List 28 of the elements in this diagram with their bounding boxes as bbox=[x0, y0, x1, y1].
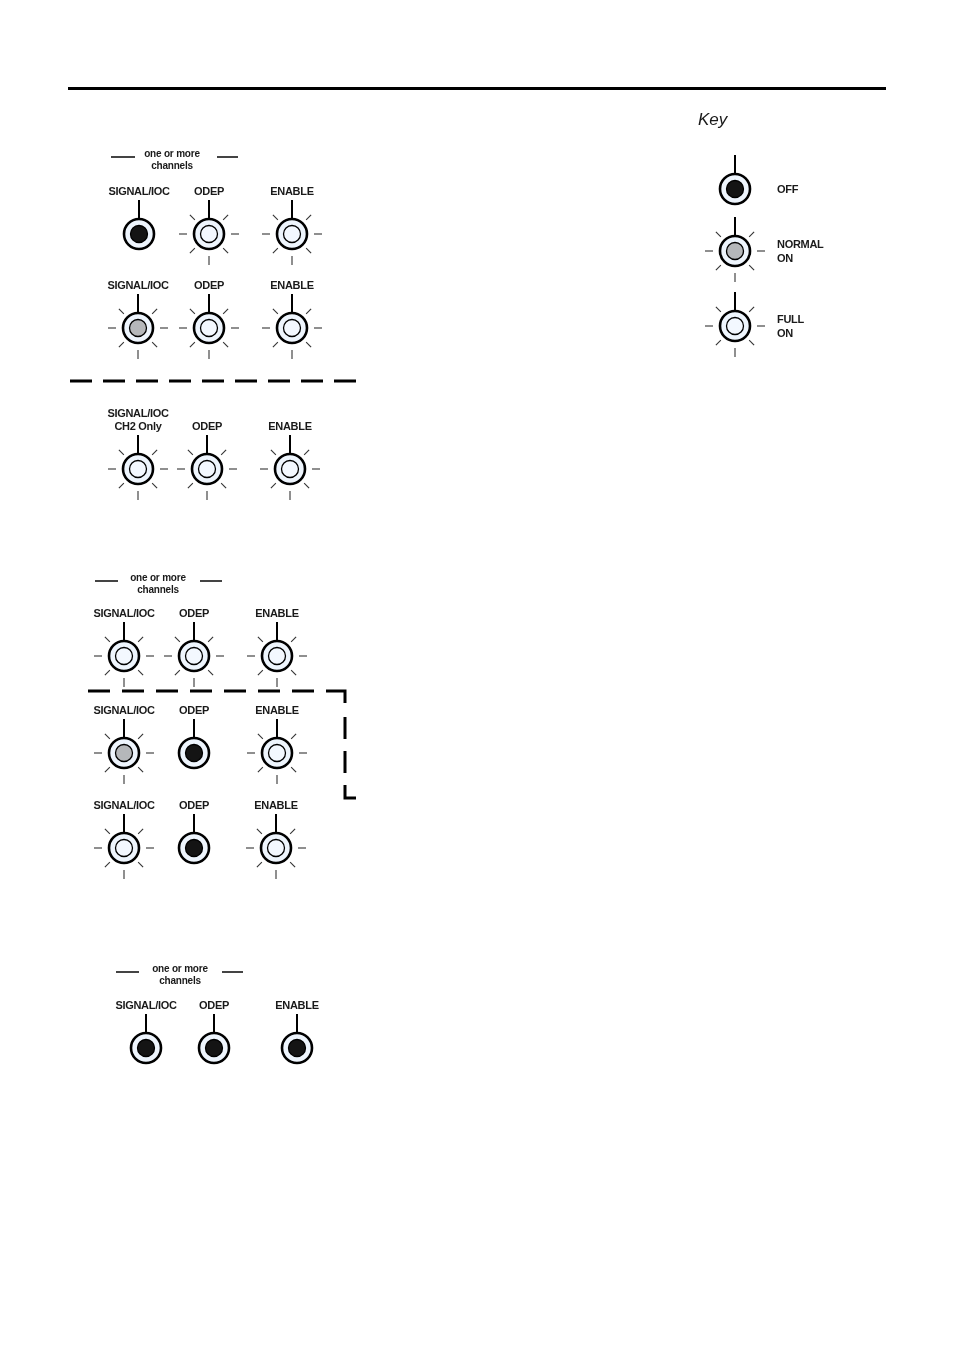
led-label: SIGNAL/IOC CH2 Only bbox=[106, 407, 170, 433]
led-label: ENABLE bbox=[268, 420, 312, 433]
led-label: ENABLE bbox=[270, 185, 314, 198]
led-label: ODEP bbox=[192, 420, 222, 433]
group-heading: one or more channels bbox=[143, 148, 201, 172]
led-label: ODEP bbox=[194, 279, 224, 292]
led-label: ENABLE bbox=[254, 799, 298, 812]
led-label: ODEP bbox=[194, 185, 224, 198]
led-label: SIGNAL/IOC bbox=[108, 185, 170, 198]
led-label: ODEP bbox=[179, 799, 209, 812]
legend-label: FULL ON bbox=[777, 312, 804, 340]
led-label: ENABLE bbox=[275, 999, 319, 1012]
led-label: SIGNAL/IOC bbox=[93, 799, 155, 812]
led-label: SIGNAL/IOC bbox=[115, 999, 177, 1012]
led-label: ENABLE bbox=[255, 607, 299, 620]
legend-label: OFF bbox=[777, 182, 799, 196]
group-heading: one or more channels bbox=[151, 963, 209, 987]
led-label: SIGNAL/IOC bbox=[93, 607, 155, 620]
led-label: ODEP bbox=[179, 607, 209, 620]
led-label: ODEP bbox=[199, 999, 229, 1012]
led-label: SIGNAL/IOC bbox=[93, 704, 155, 717]
key-heading: Key bbox=[698, 110, 728, 130]
group-heading: one or more channels bbox=[129, 572, 187, 596]
led-label: SIGNAL/IOC bbox=[107, 279, 169, 292]
led-label: ODEP bbox=[179, 704, 209, 717]
legend-label: NORMAL ON bbox=[777, 237, 824, 265]
led-label: ENABLE bbox=[270, 279, 314, 292]
led-label: ENABLE bbox=[255, 704, 299, 717]
